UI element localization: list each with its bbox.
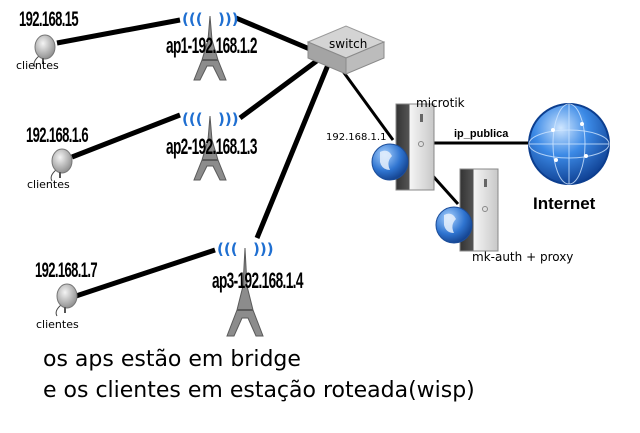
link-ip-publica-label: ip_publica [454, 128, 509, 140]
client-1-ip: 192.168.15 [19, 8, 79, 31]
ap3-tower-icon: ((( ))) [217, 240, 274, 337]
link-ap1-switch [235, 15, 313, 53]
link-microtik-mkauth [430, 173, 460, 206]
ap2-tower-icon: ((( ))) [182, 110, 239, 181]
microtik-server-icon [371, 103, 435, 191]
svg-text:))): ))) [218, 10, 239, 28]
svg-text:(((: ((( [217, 240, 238, 258]
mk-auth-label-main: mk-auth [472, 250, 523, 264]
link-client3-ap3 [75, 247, 216, 299]
svg-text:(((: ((( [182, 110, 203, 128]
ap2-label: ap2-192.168.1.3 [166, 134, 257, 159]
client-1-antenna-icon [33, 34, 56, 68]
link-client2-ap2 [71, 112, 181, 160]
caption-line-1: os aps estão em bridge [43, 347, 301, 372]
link-ap3-switch [254, 59, 333, 239]
mk-auth-server-icon [435, 168, 499, 252]
caption-line-2: e os clientes em estação roteada(wisp) [43, 378, 475, 403]
link-ap2-switch [238, 57, 320, 121]
client-2-label: clientes [27, 178, 70, 191]
microtik-label: microtik [416, 96, 465, 110]
mk-auth-label-suffix: + proxy [526, 250, 574, 264]
switch-label: switch [329, 37, 368, 51]
client-2-ip: 192.168.1.6 [26, 124, 89, 147]
internet-label: Internet [533, 194, 596, 213]
client-2-antenna-icon [50, 148, 73, 182]
internet-globe-icon [528, 103, 610, 185]
svg-text:))): ))) [218, 110, 239, 128]
client-3-antenna-icon [55, 283, 78, 317]
ap1-tower-icon: ((( ))) [182, 10, 239, 81]
client-3-label: clientes [36, 318, 79, 331]
link-switch-microtik [340, 69, 395, 141]
mk-auth-label: mk-auth + proxy [472, 250, 573, 264]
svg-text:(((: ((( [182, 10, 203, 28]
link-client1-ap1 [56, 17, 181, 46]
client-3-ip: 192.168.1.7 [35, 259, 98, 282]
switch-icon [306, 25, 386, 75]
ap1-label: ap1-192.168.1.2 [166, 33, 257, 58]
ap3-label: ap3-192.168.1.4 [212, 268, 303, 293]
svg-text:))): ))) [253, 240, 274, 258]
microtik-ip: 192.168.1.1 [326, 132, 387, 143]
client-1-label: clientes [16, 59, 59, 72]
